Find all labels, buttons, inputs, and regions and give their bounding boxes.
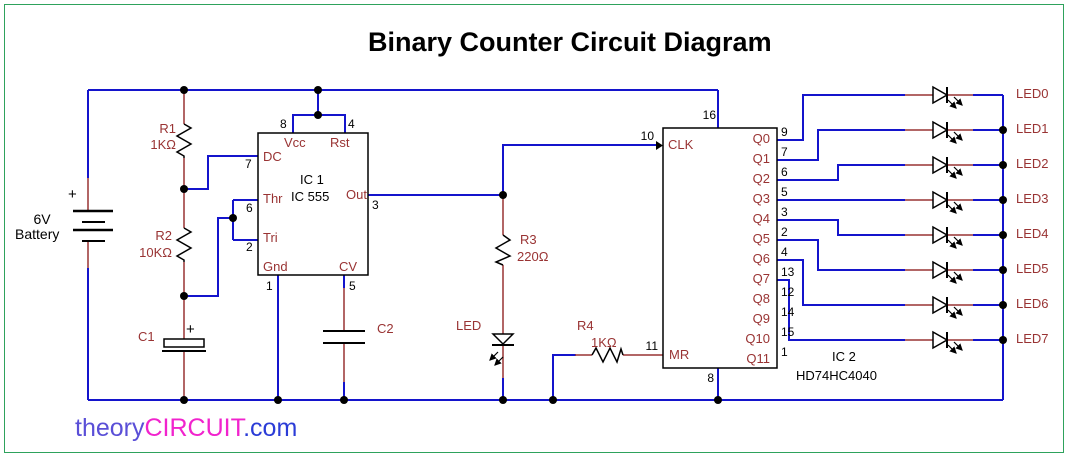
- ic2-output-label-q11: Q11: [746, 351, 770, 366]
- led-row-label-0: LED0: [1016, 86, 1049, 101]
- battery-plus-sign: +: [68, 186, 77, 203]
- ic2-output-label-q9: Q9: [752, 311, 770, 326]
- ic2-part-label: HD74HC4040: [796, 368, 877, 383]
- ic2-output-pin-q2: 6: [781, 165, 788, 179]
- resistor-r3-symbol: [494, 234, 512, 266]
- capacitor-c1-symbol: [162, 338, 206, 352]
- ic1-pin-dc-label: DC: [263, 149, 282, 164]
- ic1-555-body: [257, 132, 369, 276]
- website-theory-text: theory: [75, 414, 145, 442]
- r2-value-label: 10KΩ: [139, 245, 172, 260]
- ic2-4040-body: [662, 127, 778, 369]
- ic1-pin-thr-label: Thr: [263, 191, 283, 206]
- led-row-label-3: LED3: [1016, 191, 1049, 206]
- website-com-text: .com: [243, 414, 298, 442]
- ic2-output-label-q5: Q5: [752, 231, 770, 246]
- ic1-pin-number-8: 8: [280, 117, 287, 131]
- clock-edge-icon: [656, 141, 663, 150]
- ic1-part-label: IC 555: [291, 189, 330, 204]
- ic1-pin-cv-label: CV: [339, 259, 358, 274]
- ic2-name-label: IC 2: [832, 349, 856, 364]
- ic2-output-label-q3: Q3: [752, 191, 770, 206]
- ic2-output-pin-q1: 7: [781, 145, 788, 159]
- ic2-output-pin-q11: 1: [781, 345, 788, 359]
- led-row-label-7: LED7: [1016, 331, 1049, 346]
- ic2-output-label-q2: Q2: [752, 171, 770, 186]
- ic2-pin-number-8: 8: [707, 371, 714, 385]
- battery-voltage-label: 6V: [33, 211, 51, 227]
- ic2-output-pin-q3: 5: [781, 185, 788, 199]
- r2-ref-label: R2: [155, 228, 172, 243]
- c1-ref-label: C1: [138, 329, 155, 344]
- ic1-pin-out-label: Out: [346, 187, 367, 202]
- website-wordmark: theoryCIRCUIT.com: [75, 414, 297, 443]
- ic1-pin-number-4: 4: [348, 117, 355, 131]
- ic1-pin-tri-label: Tri: [263, 230, 278, 245]
- r4-ref-label: R4: [577, 318, 594, 333]
- ic1-pin-number-7: 7: [245, 157, 252, 171]
- ic1-pin-vcc-label: Vcc: [284, 135, 306, 150]
- ic1-pin-number-2: 2: [246, 240, 253, 254]
- ic2-pin-number-11: 11: [645, 339, 658, 353]
- battery-name-label: Battery: [15, 226, 60, 242]
- ic2-output-label-q7: Q7: [752, 271, 770, 286]
- ic2-output-pin-q6: 4: [781, 245, 788, 259]
- ic1-pin-gnd-label: Gnd: [263, 259, 288, 274]
- ic2-output-pin-q9: 14: [781, 305, 795, 319]
- ic2-output-label-q8: Q8: [752, 291, 770, 306]
- resistor-r4-symbol: [591, 346, 624, 365]
- resistor-r1-symbol: [175, 123, 193, 158]
- junction-dots: [180, 86, 1007, 404]
- ic2-output-pin-q10: 15: [781, 325, 795, 339]
- led-row-label-1: LED1: [1016, 121, 1049, 136]
- ic2-output-label-q0: Q0: [752, 131, 770, 146]
- ic2-pin-number-16: 16: [702, 108, 716, 122]
- ic1-name-label: IC 1: [300, 172, 324, 187]
- ic2-output-pin-q4: 3: [781, 205, 788, 219]
- ic2-output-pin-q8: 12: [781, 285, 795, 299]
- ic1-pin-number-3: 3: [372, 198, 379, 212]
- ic1-pin-rst-label: Rst: [330, 135, 350, 150]
- output-led-symbols: [905, 87, 1003, 353]
- led-row-label-6: LED6: [1016, 296, 1049, 311]
- r1-ref-label: R1: [159, 121, 176, 136]
- page-title: Binary Counter Circuit Diagram: [368, 27, 772, 57]
- wires-blue: [87, 89, 1004, 401]
- resistor-symbols: [175, 123, 624, 365]
- capacitor-c2-symbol: [323, 330, 365, 344]
- ic1-pin-number-1: 1: [266, 279, 273, 293]
- c2-ref-label: C2: [377, 321, 394, 336]
- indicator-led-symbol: [489, 333, 515, 366]
- led-row-label-5: LED5: [1016, 261, 1049, 276]
- r4-value-label: 1KΩ: [591, 335, 617, 350]
- ic2-output-pin-q7: 13: [781, 265, 795, 279]
- indicator-led-label: LED: [456, 318, 482, 333]
- ic2-output-label-q4: Q4: [752, 211, 770, 226]
- resistor-r2-symbol: [175, 227, 193, 262]
- led-row-label-4: LED4: [1016, 226, 1049, 241]
- ic2-output-label-q6: Q6: [752, 251, 770, 266]
- ic2-output-label-q10: Q10: [745, 331, 770, 346]
- c1-plus-sign: +: [186, 321, 195, 338]
- r3-value-label: 220Ω: [517, 249, 549, 264]
- website-circuit-text: CIRCUIT: [144, 414, 244, 442]
- battery-symbol: [73, 209, 113, 242]
- ic2-mr-label: MR: [669, 347, 690, 362]
- ic2-output-pin-q5: 2: [781, 225, 788, 239]
- ic2-output-pin-q0: 9: [781, 125, 788, 139]
- r1-value-label: 1KΩ: [150, 137, 176, 152]
- r3-ref-label: R3: [520, 232, 537, 247]
- ic2-clk-label: CLK: [668, 137, 694, 152]
- ic1-pin-number-5: 5: [349, 279, 356, 293]
- led-row-label-2: LED2: [1016, 156, 1049, 171]
- ic2-output-label-q1: Q1: [752, 151, 770, 166]
- ic1-pin-number-6: 6: [246, 201, 253, 215]
- ic2-pin-number-10: 10: [640, 129, 654, 143]
